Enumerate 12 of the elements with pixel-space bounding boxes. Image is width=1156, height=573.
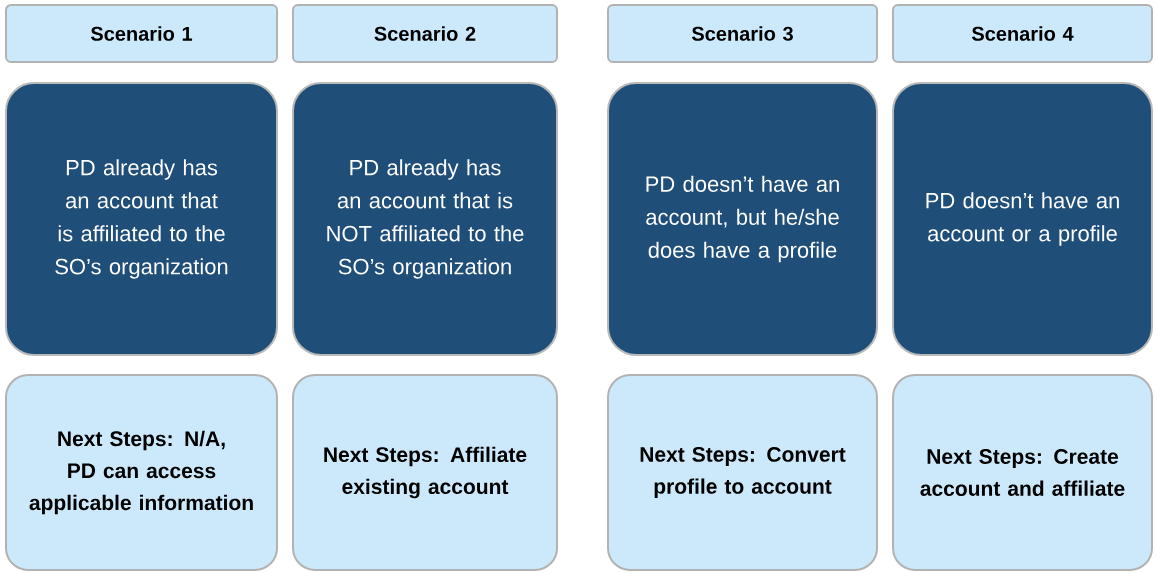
situation-box: PD doesn’t have an account or a profile — [892, 82, 1153, 356]
situation-box: PD already has an account that is NOT affiliated to the SO’s organization — [292, 82, 558, 356]
next-steps-box: Next Steps: Create account and affiliate — [892, 374, 1153, 571]
next-steps-box: Next Steps: Convert profile to account — [607, 374, 878, 571]
scenario-header: Scenario 4 — [892, 4, 1153, 63]
situation-box: PD already has an account that is affiliated to the SO’s organization — [5, 82, 278, 356]
scenario-header: Scenario 1 — [5, 4, 278, 63]
scenario-header: Scenario 3 — [607, 4, 878, 63]
next-steps-box: Next Steps: N/A, PD can access applicable information — [5, 374, 278, 571]
next-steps-box: Next Steps: Affiliate existing account — [292, 374, 558, 571]
situation-box: PD doesn’t have an account, but he/she does have a profile — [607, 82, 878, 356]
scenario-header: Scenario 2 — [292, 4, 558, 63]
